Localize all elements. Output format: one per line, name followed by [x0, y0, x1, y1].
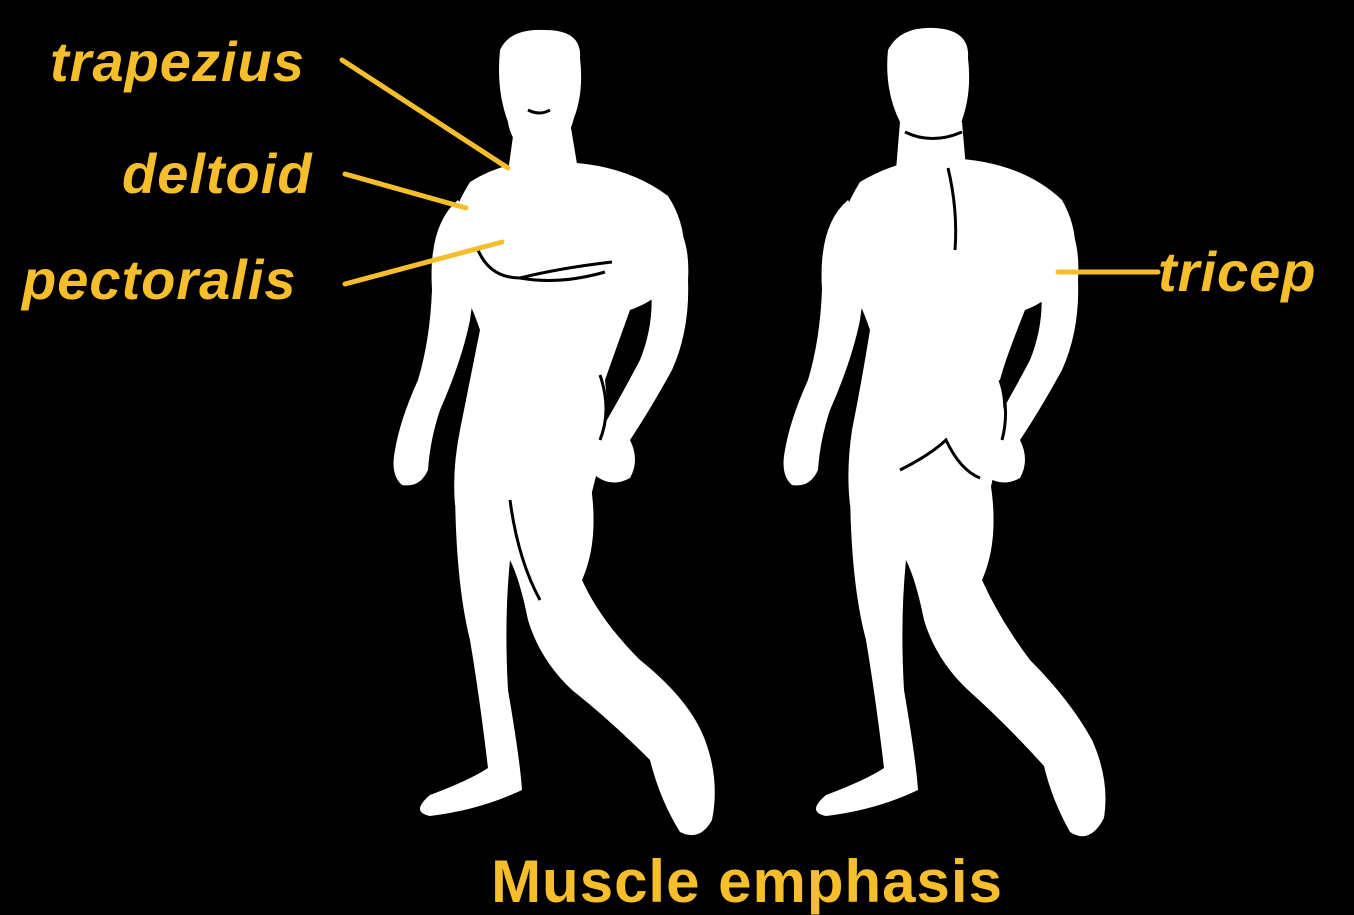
trapezius-leader-line — [342, 60, 508, 168]
back-body-figure — [784, 28, 1106, 836]
deltoid-leader-line — [345, 174, 466, 208]
front-body-figure — [394, 30, 715, 835]
tricep-label: tricep — [1158, 244, 1317, 300]
trapezius-label: trapezius — [50, 34, 305, 90]
deltoid-label: deltoid — [122, 146, 313, 202]
diagram-caption: Muscle emphasis — [0, 852, 1354, 912]
pectoralis-label: pectoralis — [22, 252, 297, 308]
